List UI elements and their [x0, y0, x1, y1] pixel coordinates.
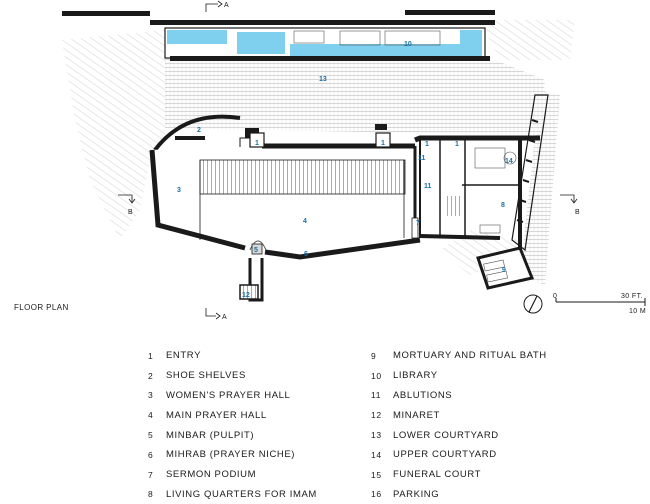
legend-label: MORTUARY AND RITUAL BATH [393, 350, 547, 362]
legend-number: 9 [371, 350, 377, 361]
legend-item: 6 MIHRAB (PRAYER NICHE) [148, 445, 317, 465]
label-lower-courtyard: 13 [319, 76, 327, 83]
legend-label: MAIN PRAYER HALL [166, 409, 267, 421]
legend-number: 5 [148, 430, 154, 441]
label-shoe-shelves: 2 [197, 127, 201, 134]
legend-label: UPPER COURTYARD [393, 449, 497, 461]
legend-item: 10 LIBRARY [371, 366, 547, 386]
label-womens-hall: 3 [177, 187, 181, 194]
legend-item: 5 MINBAR (PULPIT) [148, 425, 317, 445]
label-minaret: 12 [242, 292, 250, 299]
legend-label: PARKING [393, 488, 440, 500]
legend-item: 4 MAIN PRAYER HALL [148, 405, 317, 425]
mortuary-court [476, 94, 549, 290]
legend-label: ABLUTIONS [393, 389, 453, 401]
minaret [239, 258, 264, 302]
entry-pavilions [249, 124, 391, 148]
legend-item: 15 FUNERAL COURT [371, 465, 547, 485]
legend-item: 13 LOWER COURTYARD [371, 425, 547, 445]
legend-label: SHOE SHELVES [166, 370, 246, 382]
upper-pavilion [62, 10, 495, 61]
scale-bar: 0 30 FT. 10 M [553, 293, 646, 315]
legend-number: 6 [148, 449, 154, 460]
legend-item: 16 PARKING [371, 485, 547, 504]
label-library: 10 [404, 41, 412, 48]
legend-item: 3 WOMEN'S PRAYER HALL [148, 386, 317, 406]
label-mihrab: 6 [304, 251, 308, 258]
legend-number: 10 [371, 370, 382, 381]
section-b-left-marker: B [118, 194, 136, 216]
legend-number: 7 [148, 469, 154, 480]
label-entry-1d: 1 [455, 141, 459, 148]
main-prayer-hall [149, 143, 421, 260]
section-a-top-marker: A [205, 0, 229, 12]
section-b-right-label: B [575, 209, 580, 216]
legend-label: LIVING QUARTERS FOR IMAM [166, 488, 317, 500]
label-minbar: 5 [254, 247, 258, 254]
label-sermon-podium: 7 [416, 220, 420, 227]
label-ablutions-a: 11 [418, 155, 426, 162]
label-ablutions-b: 11 [424, 183, 432, 190]
legend-item: 9 MORTUARY AND RITUAL BATH [371, 346, 547, 366]
legend-number: 11 [371, 390, 382, 401]
label-upper-courtyard: 14 [505, 158, 513, 165]
legend-number: 2 [148, 370, 154, 381]
legend-item: 11 ABLUTIONS [371, 386, 547, 406]
label-main-hall: 4 [303, 218, 307, 225]
label-imam-quarters: 8 [501, 202, 505, 209]
scale-feet: 30 FT. [621, 293, 643, 300]
legend-number: 1 [148, 350, 154, 361]
legend-label: ENTRY [166, 350, 202, 362]
plan-title: FLOOR PLAN [14, 303, 69, 312]
legend-number: 8 [148, 489, 154, 500]
north-arrow-icon [523, 294, 543, 314]
legend-label: MIHRAB (PRAYER NICHE) [166, 449, 296, 461]
floor-plan-drawing: 1 1 1 1 2 3 4 5 6 7 8 9 10 11 11 12 13 1… [14, 0, 646, 321]
legend-item: 2 SHOE SHELVES [148, 366, 317, 386]
legend-right: 9 MORTUARY AND RITUAL BATH 10 LIBRARY 11 ABLU… [371, 346, 547, 504]
legend-number: 15 [371, 469, 382, 480]
scale-zero: 0 [553, 293, 557, 300]
legend-left: 1 ENTRY 2 SHOE SHELVES 3 WOMEN'S PRAYER HALL 4… [148, 346, 317, 504]
label-mortuary: 9 [502, 267, 506, 274]
legend-item: 12 MINARET [371, 405, 547, 425]
legend-number: 13 [371, 430, 382, 441]
legend-label: WOMEN'S PRAYER HALL [166, 389, 291, 401]
legend-number: 14 [371, 449, 382, 460]
legend-number: 4 [148, 410, 154, 421]
legend-label: MINBAR (PULPIT) [166, 429, 255, 441]
legend-item: 8 LIVING QUARTERS FOR IMAM [148, 485, 317, 504]
legend-label: LIBRARY [393, 370, 438, 382]
label-entry-1a: 1 [255, 140, 259, 147]
legend-number: 16 [371, 489, 382, 500]
section-b-right-marker: B [560, 194, 580, 216]
label-entry-1c: 1 [425, 141, 429, 148]
legend-label: MINARET [393, 409, 440, 421]
section-a-top-label: A [224, 2, 229, 9]
section-b-left-label: B [128, 209, 133, 216]
section-a-bottom-label: A [222, 314, 227, 321]
scale-meters: 10 M [629, 308, 646, 315]
legend-item: 1 ENTRY [148, 346, 317, 366]
legend-number: 3 [148, 390, 154, 401]
legend-label: LOWER COURTYARD [393, 429, 499, 441]
legend-item: 14 UPPER COURTYARD [371, 445, 547, 465]
site-terrain [62, 20, 575, 285]
legend-label: SERMON PODIUM [166, 469, 257, 481]
plan-number-labels: 1 1 1 1 2 3 4 5 6 7 8 9 10 11 11 12 13 1… [177, 41, 513, 299]
legend-label: FUNERAL COURT [393, 469, 482, 481]
legend-item: 7 SERMON PODIUM [148, 465, 317, 485]
label-entry-1b: 1 [381, 140, 385, 147]
legend-number: 12 [371, 410, 382, 421]
section-a-bottom-marker: A [205, 308, 227, 321]
